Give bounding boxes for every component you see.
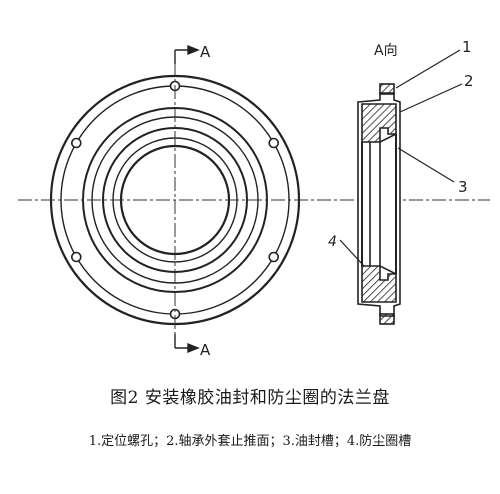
flange-drawing: A A A向 1 2 3 4 — [18, 38, 490, 359]
bolt-stub-bottom — [379, 313, 395, 325]
figure-legend: 1.定位螺孔；2.轴承外套止推面；3.油封槽；4.防尘圈槽 — [88, 434, 412, 449]
part-label-3: 3 — [458, 178, 468, 196]
bolt-hole — [71, 137, 82, 149]
figure-caption: 图2 安装橡胶油封和防尘圈的法兰盘 — [110, 388, 390, 408]
part-label-2: 2 — [464, 72, 474, 90]
part-label-1: 1 — [462, 38, 472, 56]
bolt-hole — [268, 251, 280, 263]
section-label-top: A — [200, 43, 211, 61]
leader-lines — [339, 49, 463, 267]
bolt-holes — [71, 80, 280, 320]
bolt-stub-top — [379, 83, 395, 95]
bolt-hole — [268, 137, 280, 149]
side-view — [357, 83, 401, 325]
view-label: A向 — [374, 43, 398, 59]
section-arrow-bottom — [174, 334, 200, 354]
upper-section-hatch — [361, 103, 397, 143]
part-label-4: 4 — [328, 234, 337, 250]
section-arrow-top — [174, 44, 200, 64]
section-label-bottom: A — [200, 341, 211, 359]
center-lines — [18, 62, 490, 338]
bolt-hole — [71, 251, 82, 263]
lower-section-hatch — [361, 265, 397, 303]
